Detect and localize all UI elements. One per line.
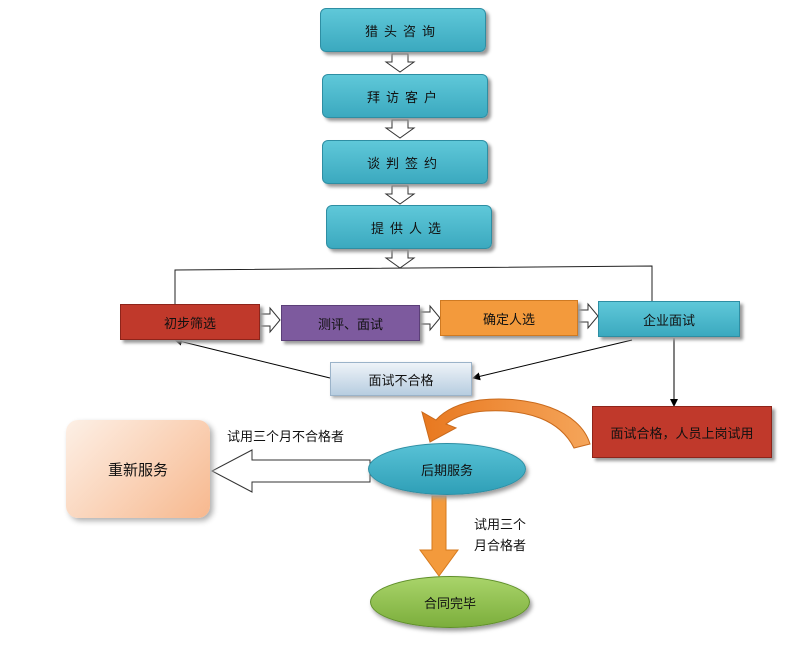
left-hollow-arrow — [210, 449, 371, 493]
right-arrow-3 — [577, 302, 599, 330]
orange-down-arrow — [419, 495, 459, 577]
step-assessment-interview: 测评、面试 — [281, 305, 420, 341]
step-enterprise-interview: 企业面试 — [598, 301, 740, 337]
pass-trial-label-2: 月合格者 — [474, 539, 527, 554]
step-provide-candidates: 提供人选 — [326, 205, 492, 249]
down-arrow-1 — [384, 53, 416, 73]
curved-orange-arrow — [421, 398, 591, 449]
interview-fail-box: 面试不合格 — [330, 362, 472, 396]
fail-arrow-left — [174, 337, 331, 379]
down-arrow-3 — [384, 185, 416, 205]
step-initial-screening: 初步筛选 — [120, 304, 260, 340]
restart-service-box: 重新服务 — [66, 420, 210, 518]
down-arrow-2 — [384, 119, 416, 139]
interview-pass-box: 面试合格，人员上岗试用 — [592, 406, 772, 458]
step-headhunter-consult: 猎头咨询 — [320, 8, 486, 52]
contract-complete-ellipse: 合同完毕 — [370, 576, 530, 628]
right-arrow-2 — [419, 304, 441, 332]
step-visit-client: 拜访客户 — [322, 74, 488, 118]
after-service-ellipse: 后期服务 — [368, 443, 526, 495]
right-arrow-1 — [259, 306, 281, 334]
fail-trial-label: 试用三个月不合格者 — [227, 430, 345, 445]
pass-trial-label-1: 试用三个 — [474, 518, 527, 533]
fail-arrow-right — [472, 339, 633, 381]
step-negotiate-sign: 谈判签约 — [322, 140, 488, 184]
down-arrow-4 — [384, 249, 416, 269]
bracket-line — [174, 265, 653, 304]
step-confirm-candidate: 确定人选 — [440, 300, 578, 336]
